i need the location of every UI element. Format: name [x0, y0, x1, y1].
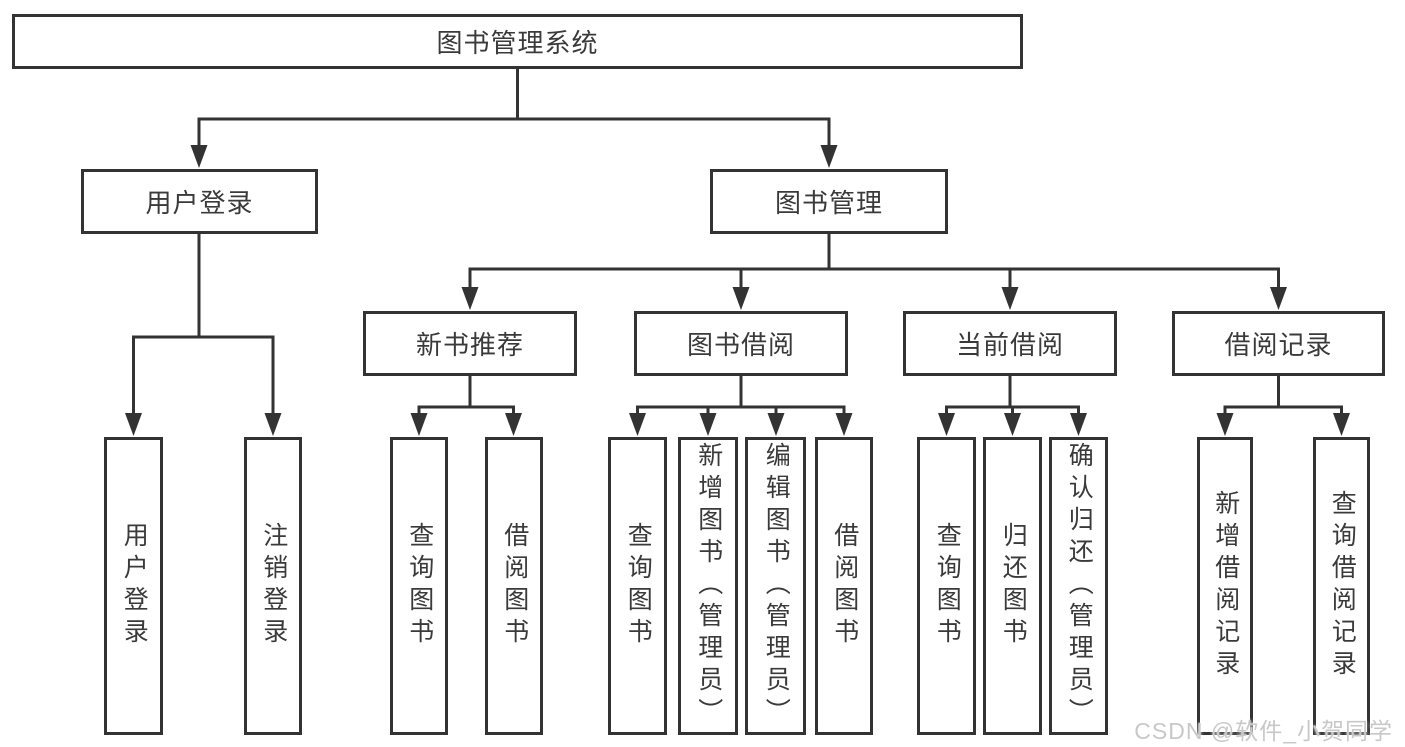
node-user-login-label: 用户登录	[145, 188, 254, 218]
connector-current-borrow-children	[938, 374, 1087, 436]
leaf-logout-login: 注销登录	[244, 437, 302, 735]
leaf-edit-book-admin-label: 编辑图书（管理员）	[762, 442, 791, 730]
node-current-borrow: 当前借阅	[903, 311, 1117, 376]
arrowhead-icon	[1070, 413, 1087, 436]
leaf-add-book-admin: 新增图书（管理员）	[678, 437, 738, 735]
leaf-confirm-return-admin-label: 确认归还（管理员）	[1065, 442, 1094, 730]
leaf-query-borrow-record-label: 查询借阅记录	[1328, 490, 1357, 682]
arrowhead-icon	[190, 145, 208, 168]
node-book-borrow: 图书借阅	[634, 311, 848, 376]
leaf-borrow-book-1: 借阅图书	[485, 437, 543, 735]
connector-borrow-records-children	[1216, 374, 1350, 436]
node-current-borrow-label: 当前借阅	[955, 330, 1064, 360]
leaf-borrow-book-2: 借阅图书	[815, 437, 873, 735]
leaf-return-book: 归还图书	[983, 437, 1042, 735]
leaf-borrow-book-1-label: 借阅图书	[500, 522, 529, 650]
arrowhead-icon	[410, 413, 428, 436]
arrowhead-icon	[629, 413, 646, 436]
connector-new-book-recommend-children	[410, 374, 522, 436]
node-book-management: 图书管理	[710, 169, 948, 234]
node-root: 图书管理系统	[12, 14, 1023, 69]
leaf-add-borrow-record-label: 新增借阅记录	[1211, 490, 1240, 682]
leaf-add-book-admin-label: 新增图书（管理员）	[694, 442, 723, 730]
arrowhead-icon	[125, 413, 142, 436]
arrowhead-icon	[732, 287, 750, 310]
leaf-add-borrow-record: 新增借阅记录	[1197, 437, 1253, 735]
leaf-query-book-1: 查询图书	[390, 437, 448, 735]
leaf-return-book-label: 归还图书	[999, 522, 1028, 650]
leaf-edit-book-admin: 编辑图书（管理员）	[745, 437, 806, 735]
arrowhead-icon	[1216, 413, 1234, 436]
csdn-watermark: CSDN @软件_小贺同学	[1134, 718, 1393, 744]
arrowhead-icon	[1270, 287, 1287, 310]
leaf-query-borrow-record: 查询借阅记录	[1313, 437, 1370, 735]
arrowhead-icon	[505, 413, 522, 436]
arrowhead-icon	[835, 413, 853, 436]
arrowhead-icon	[767, 413, 785, 436]
connector-book-borrow-children	[629, 374, 853, 436]
leaf-user-login-label: 用户登录	[120, 522, 149, 650]
leaf-query-book-3-label: 查询图书	[933, 522, 962, 650]
arrowhead-icon	[699, 413, 717, 436]
node-new-book-recommend-label: 新书推荐	[415, 330, 524, 360]
node-root-label: 图书管理系统	[436, 28, 599, 58]
leaf-confirm-return-admin: 确认归还（管理员）	[1049, 437, 1108, 735]
node-new-book-recommend: 新书推荐	[363, 311, 577, 376]
leaf-query-book-1-label: 查询图书	[405, 522, 434, 650]
leaf-query-book-3: 查询图书	[917, 437, 976, 735]
leaf-borrow-book-2-label: 借阅图书	[830, 522, 859, 650]
node-book-borrow-label: 图书借阅	[686, 330, 795, 360]
node-user-login: 用户登录	[81, 169, 318, 234]
node-borrow-records: 借阅记录	[1172, 311, 1385, 376]
leaf-logout-login-label: 注销登录	[259, 522, 288, 650]
leaf-user-login: 用户登录	[104, 437, 163, 735]
arrowhead-icon	[1001, 287, 1019, 310]
connector-user-login-children	[125, 232, 282, 436]
arrowhead-icon	[1333, 413, 1350, 436]
arrowhead-icon	[461, 287, 479, 310]
arrowhead-icon	[820, 145, 838, 168]
leaf-query-book-2-label: 查询图书	[624, 522, 653, 650]
arrowhead-icon	[938, 413, 955, 436]
leaf-query-book-2: 查询图书	[608, 437, 667, 735]
node-borrow-records-label: 借阅记录	[1224, 330, 1333, 360]
node-book-management-label: 图书管理	[774, 188, 883, 218]
connector-book-management-children	[461, 232, 1287, 310]
arrowhead-icon	[1004, 413, 1021, 436]
arrowhead-icon	[264, 413, 282, 436]
connector-root-to-level2	[190, 67, 838, 168]
